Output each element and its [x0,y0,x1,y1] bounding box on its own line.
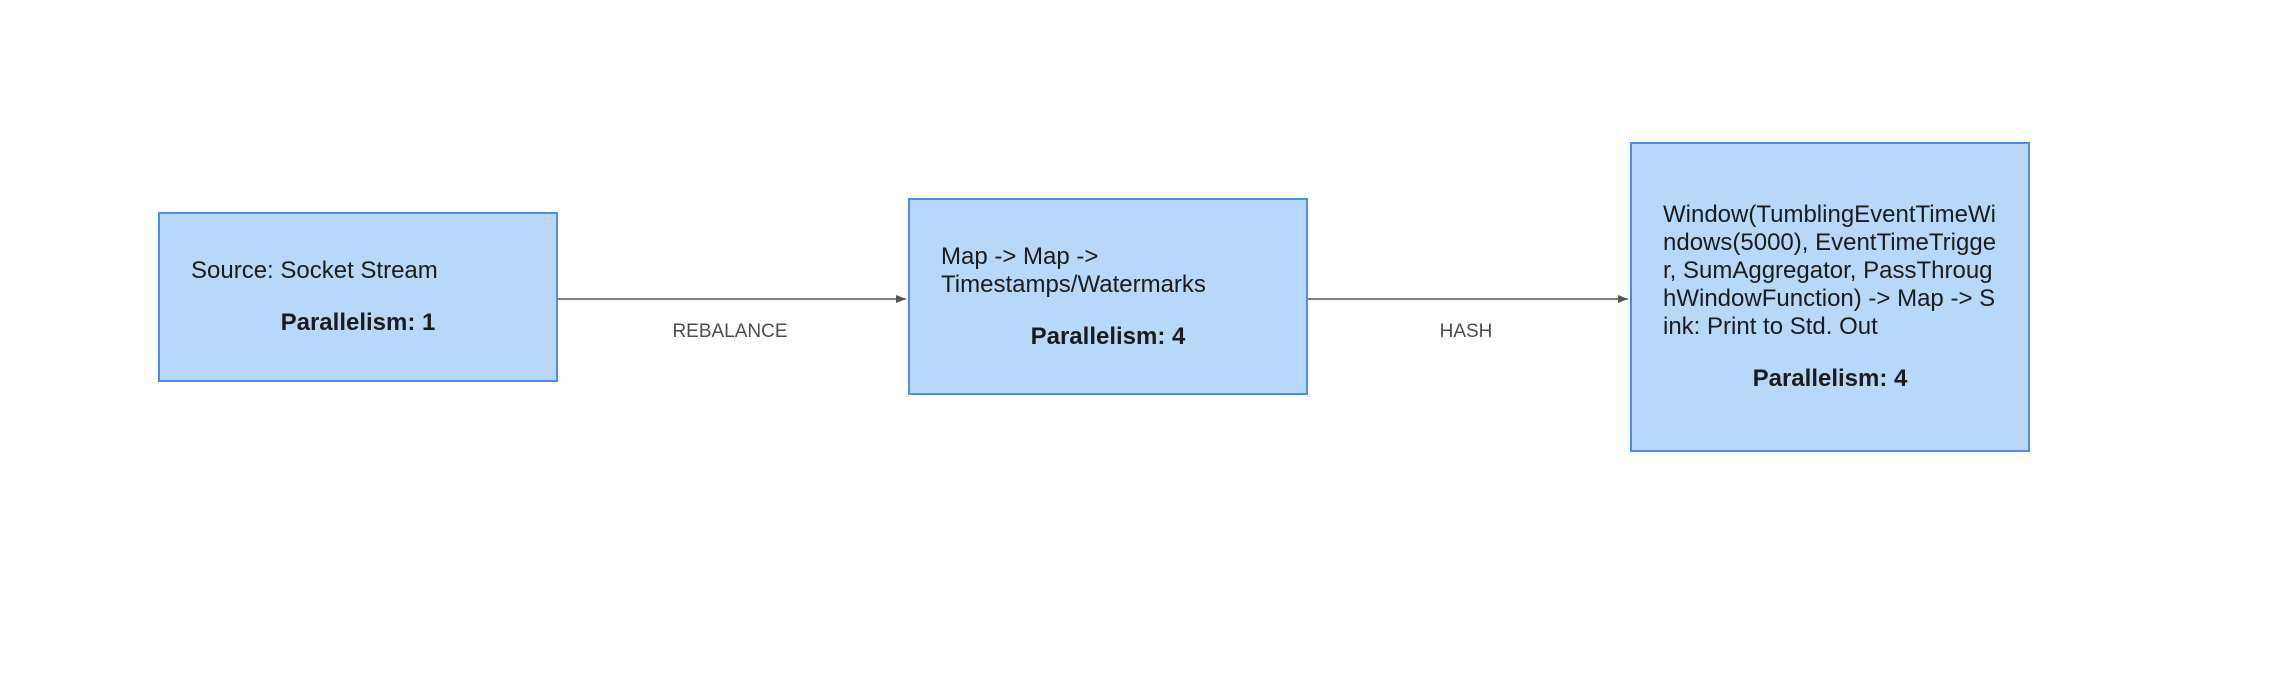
node-title: Source: Socket Stream [191,257,438,284]
node-parallelism: Parallelism: 1 [280,309,436,336]
edge-label-hash: HASH [1439,321,1493,342]
node-window-sink[interactable]: Window(TumblingEventTimeWindows(5000), E… [1630,142,2030,452]
node-map-timestamps-watermarks[interactable]: Map -> Map -> Timestamps/Watermarks Para… [908,198,1308,395]
node-title: Map -> Map -> Timestamps/Watermarks [941,242,1206,298]
edge-label-rebalance: REBALANCE [672,321,788,342]
node-title: Window(TumblingEventTimeWindows(5000), E… [1663,201,1997,340]
node-source-socket-stream[interactable]: Source: Socket Stream Parallelism: 1 [158,212,558,382]
node-parallelism: Parallelism: 4 [1030,322,1186,350]
node-parallelism: Parallelism: 4 [1752,365,1908,392]
